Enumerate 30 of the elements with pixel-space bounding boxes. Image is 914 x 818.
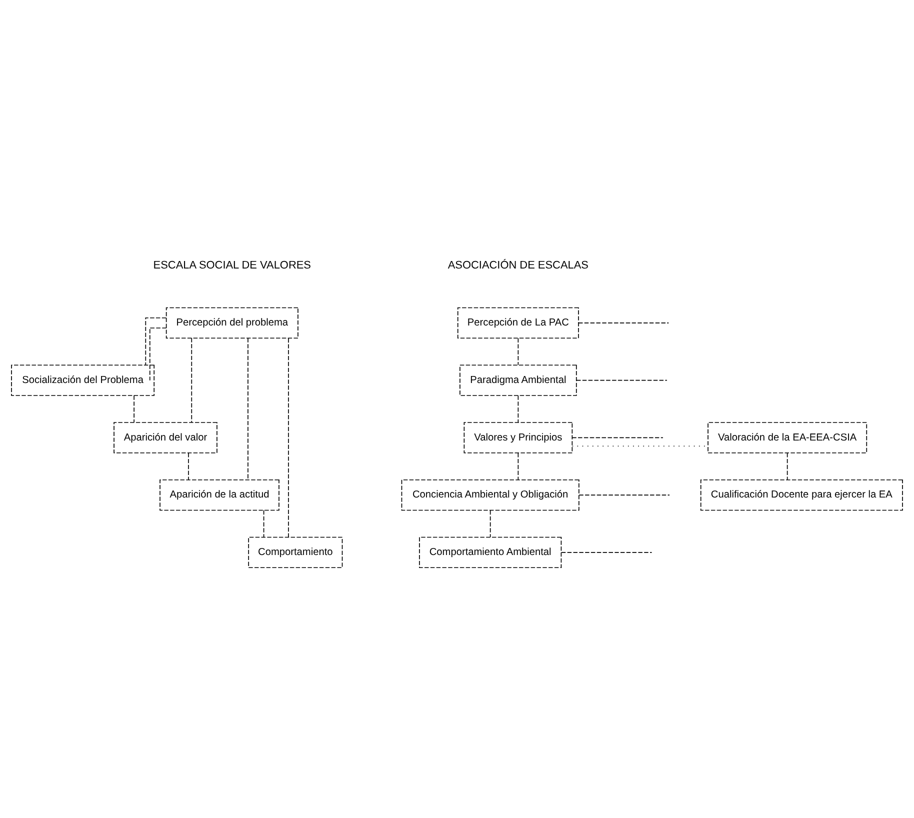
connector: [263, 510, 264, 538]
connector: [518, 395, 519, 423]
node-box: Percepción del problema: [166, 307, 298, 339]
connector: [786, 452, 788, 480]
node-box: Valores y Principios: [464, 422, 573, 454]
node-box: Comportamiento Ambiental: [419, 536, 562, 568]
node-box: Aparición de la actitud: [160, 479, 280, 511]
connector: [518, 338, 519, 366]
connector: [578, 322, 670, 324]
label: ASOCIACIÓN DE ESCALAS: [448, 259, 588, 272]
node-box: Conciencia Ambiental y Obligación: [401, 479, 580, 511]
connector: [191, 338, 192, 423]
node-box: Comportamiento: [248, 536, 343, 568]
node-box: Paradigma Ambiental: [460, 364, 577, 396]
node-box: Aparición del valor: [114, 422, 218, 454]
node-box: Valoración de la EA-EEA-CSIA: [708, 422, 868, 454]
connector: [490, 510, 491, 538]
connector: [572, 437, 664, 438]
connector: [560, 552, 652, 553]
node-box: Percepción de La PAC: [457, 307, 579, 339]
label: ESCALA SOCIAL DE VALORES: [153, 259, 311, 272]
connector: [518, 452, 519, 480]
node-box: Cualificación Docente para ejercer la EA: [700, 479, 903, 511]
connector: [288, 338, 289, 538]
connector: [145, 317, 167, 366]
connector: [188, 452, 189, 480]
connector: [576, 380, 668, 381]
connector: [149, 328, 167, 381]
node-box: Socialización del Problema: [11, 364, 155, 396]
connector: [578, 494, 670, 496]
